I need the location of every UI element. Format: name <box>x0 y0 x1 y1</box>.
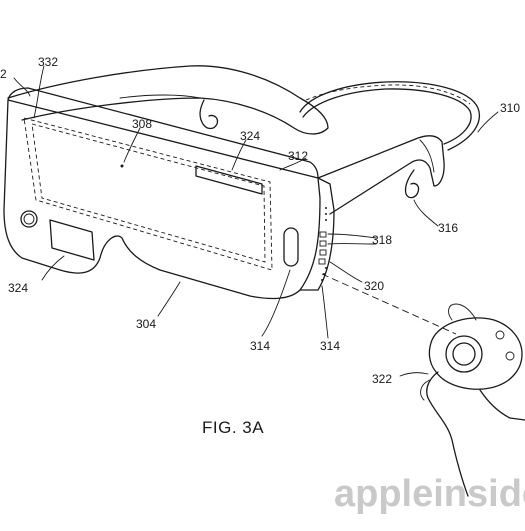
hand-remote <box>420 303 525 497</box>
watermark-logo: appleinsider <box>334 473 525 515</box>
label-332: 332 <box>38 55 58 69</box>
leader-lines <box>13 65 499 377</box>
right-earbud <box>404 169 420 199</box>
head-strap <box>299 81 480 151</box>
side-buttons <box>318 231 327 265</box>
label-316: 316 <box>438 221 458 235</box>
label-308: 308 <box>132 117 152 131</box>
label-304: 304 <box>136 317 156 331</box>
label-314-left: 314 <box>250 339 270 353</box>
label-324-lower: 324 <box>8 281 28 295</box>
side-speaker-grille <box>321 207 327 281</box>
label-318: 318 <box>372 233 392 247</box>
label-302: 2 <box>0 67 7 81</box>
top-camera <box>195 165 263 195</box>
lower-camera <box>49 219 95 261</box>
label-312: 312 <box>288 149 308 163</box>
label-324-top: 324 <box>240 129 260 143</box>
visor-body <box>3 99 321 300</box>
left-round-button <box>20 210 38 228</box>
left-temple-arm <box>7 65 329 135</box>
label-322: 322 <box>372 372 392 386</box>
right-temple-arm <box>317 135 445 215</box>
sensor-dot <box>120 164 124 168</box>
label-310: 310 <box>500 101 520 115</box>
label-320: 320 <box>364 279 384 293</box>
label-314-right: 314 <box>320 339 340 353</box>
wireless-link-line <box>321 273 457 335</box>
display-outline <box>23 117 273 271</box>
side-window <box>283 227 299 267</box>
figure-caption: FIG. 3A <box>202 418 264 437</box>
left-earbud <box>199 99 219 130</box>
